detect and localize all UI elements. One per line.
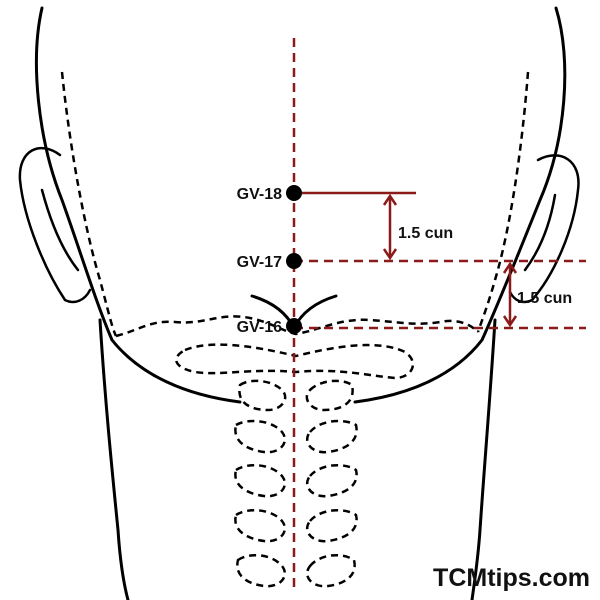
right-ear: [508, 154, 580, 304]
skull-left-dashed: [60, 71, 118, 337]
right-ear-inner: [523, 193, 557, 272]
atlas-dashed: [175, 343, 415, 380]
skull-dashed-outline: [60, 71, 530, 380]
lower-measurement-arrow: [502, 261, 518, 328]
vertebra-c4: [234, 463, 358, 498]
gv16-point: [286, 318, 302, 334]
neck-outline: [98, 318, 497, 600]
gv18-label: GV-18: [237, 186, 282, 203]
neck-left: [98, 318, 130, 600]
head-left-contour: [35, 6, 242, 404]
brand-watermark: TCMtips.com: [433, 564, 590, 592]
vertebra-c3: [234, 419, 358, 454]
left-ear-inner: [40, 188, 80, 272]
gv17-label: GV-17: [237, 254, 282, 271]
skull-right-dashed: [476, 71, 530, 333]
upper-measurement-label: 1.5 cun: [398, 225, 453, 242]
lower-measurement-label: 1.5 cun: [517, 290, 572, 307]
head-outline: [35, 6, 567, 404]
vertebra-c6: [236, 553, 356, 588]
neck-right: [470, 318, 497, 600]
head-right-contour: [353, 6, 567, 404]
vertebra-c5: [234, 508, 358, 543]
vertebra-c2: [238, 379, 354, 412]
left-ear: [18, 146, 92, 304]
cervical-vertebrae: [234, 379, 358, 588]
gv16-label: GV-16: [237, 319, 282, 336]
ears: [18, 146, 580, 304]
gv18-point: [286, 185, 302, 201]
upper-measurement-arrow: [382, 193, 398, 261]
occiput-base-dashed: [115, 315, 479, 338]
gv17-point: [286, 253, 302, 269]
